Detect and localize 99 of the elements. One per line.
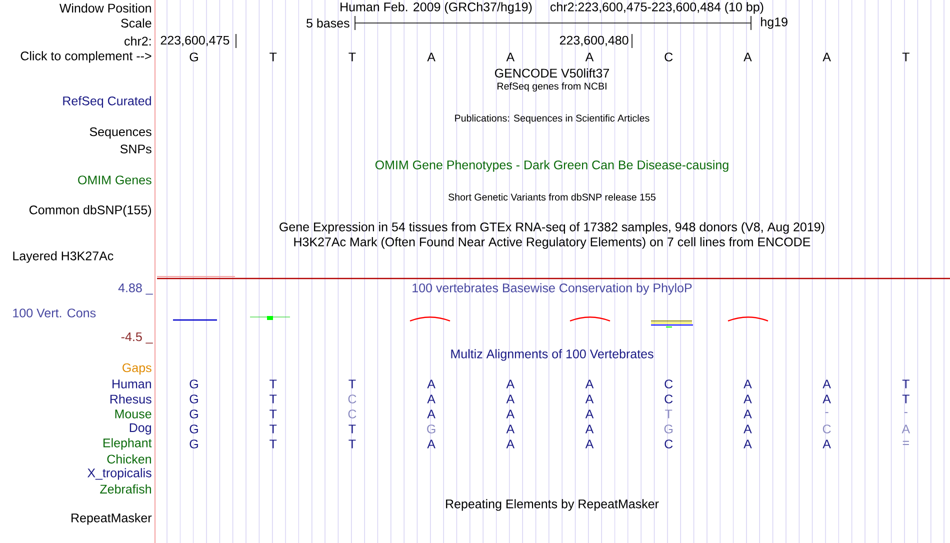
base-letter: G: [190, 410, 198, 418]
track-label: Gaps: [122, 363, 152, 375]
track-title: RefSeq genes from NCBI: [498, 82, 606, 92]
base-letter: A: [427, 440, 436, 448]
base-letter: A: [427, 394, 436, 404]
base-letter: A: [506, 424, 515, 434]
track-title: Repeating Elements by RepeatMasker: [446, 499, 659, 511]
base-letter: A: [744, 52, 752, 62]
base-letter: C: [664, 394, 673, 404]
axis-value: 4.88 _: [118, 283, 153, 295]
base-letter: A: [822, 440, 831, 448]
base-letter: G: [190, 440, 198, 448]
base-letter: A: [585, 52, 594, 62]
base-letter: T: [270, 394, 277, 404]
base-letter: C: [664, 440, 673, 448]
base-letter: G: [664, 424, 673, 434]
base-letter: T: [902, 394, 910, 404]
scale-label: hg19: [761, 17, 788, 29]
position-text: chr2:223,600,475-223,600,484 (10 bp): [550, 2, 764, 14]
base-letter: T: [665, 410, 672, 418]
base-letter: C: [348, 394, 356, 404]
base-letter: A: [506, 394, 515, 404]
track-label: Layered H3K27Ac: [13, 251, 114, 263]
base-letter: A: [585, 394, 594, 404]
base-letter: T: [902, 380, 910, 388]
species-label: Zebrafish: [100, 484, 151, 494]
base-letter: A: [585, 440, 594, 448]
track-title: Multiz Alignments of 100 Vertebrates: [451, 349, 654, 361]
base-letter: T: [270, 424, 277, 434]
base-letter: C: [822, 424, 831, 434]
track-label: RefSeq Curated: [63, 96, 151, 108]
species-label: Dog: [130, 423, 151, 435]
track-title: Short Genetic Variants from dbSNP release 155: [448, 193, 656, 201]
base-letter: A: [427, 410, 436, 418]
base-letter: A: [744, 394, 752, 404]
base-letter: T: [348, 52, 356, 62]
base-letter: T: [348, 424, 356, 434]
track-title: Publications: Sequences in Scientific Articles: [455, 114, 650, 124]
base-letter: T: [902, 52, 910, 62]
base-letter: A: [822, 380, 831, 388]
base-letter: C: [664, 380, 673, 388]
base-letter: -: [825, 412, 828, 414]
base-letter: A: [506, 410, 515, 418]
position-text: Human Feb. 2009 (GRCh37/hg19): [340, 2, 532, 14]
base-letter: A: [822, 52, 831, 62]
track-label: Common dbSNP(155): [29, 205, 151, 217]
base-letter: G: [427, 424, 436, 434]
base-letter: T: [270, 380, 277, 388]
base-letter: A: [585, 424, 594, 434]
base-letter: A: [427, 380, 436, 388]
scale-label: 5 bases: [306, 18, 350, 28]
axis-value: -4.5 _: [121, 332, 153, 344]
track-label: Scale: [121, 18, 152, 28]
base-letter: A: [427, 52, 436, 62]
base-letter: A: [744, 380, 752, 388]
species-label: Chicken: [107, 454, 151, 464]
base-letter: =: [902, 440, 909, 445]
base-letter: A: [902, 424, 910, 434]
base-letter: G: [190, 394, 198, 404]
track-label: SNPs: [120, 144, 152, 154]
base-letter: T: [348, 440, 356, 448]
track-label: OMIM Genes: [78, 176, 152, 184]
coordinate-label: 223,600,480: [560, 36, 628, 46]
species-label: X_tropicalis: [87, 468, 152, 480]
track-label: 100 Vert. Cons: [13, 308, 96, 318]
track-title: 100 vertebrates Basewise Conservation by PhyloP: [412, 283, 692, 295]
base-letter: A: [585, 410, 594, 418]
track-title: OMIM Gene Phenotypes - Dark Green Can Be Disease-causing: [375, 160, 728, 172]
base-letter: A: [506, 380, 515, 388]
base-letter: A: [744, 424, 752, 434]
base-letter: G: [190, 424, 198, 434]
base-letter: C: [348, 410, 356, 418]
track-title: H3K27Ac Mark (Often Found Near Active Regulatory Elements) on 7 cell lines from ENCODE: [294, 237, 810, 249]
base-letter: A: [506, 440, 515, 448]
track-title: GENCODE V50lift37: [494, 68, 610, 78]
track-label: Window Position: [59, 3, 151, 13]
base-letter: T: [270, 410, 277, 418]
species-label: Elephant: [103, 438, 152, 450]
base-letter: G: [190, 380, 198, 388]
base-letter: T: [270, 440, 277, 448]
track-label: chr2:: [124, 36, 151, 46]
species-label: Mouse: [115, 410, 152, 418]
base-letter: A: [506, 52, 515, 62]
species-label: Rhesus: [110, 394, 152, 404]
base-letter: G: [190, 52, 198, 62]
track-label: Sequences: [90, 127, 152, 139]
track-title: Gene Expression in 54 tissues from GTEx RNA-seq of 17382 samples, 948 donors (V8, Aug 2019): [280, 222, 824, 234]
base-letter: A: [585, 380, 594, 388]
base-letter: A: [822, 394, 831, 404]
base-letter: -: [904, 412, 908, 414]
base-letter: T: [348, 380, 356, 388]
base-letter: A: [744, 440, 752, 448]
species-label: Human: [112, 380, 151, 388]
coordinate-label: 223,600,475: [160, 36, 230, 46]
base-letter: A: [744, 410, 752, 418]
base-letter: T: [270, 52, 277, 62]
track-label: RepeatMasker: [72, 513, 152, 525]
base-letter: C: [664, 52, 673, 62]
track-label: Click to complement -->: [20, 51, 152, 63]
